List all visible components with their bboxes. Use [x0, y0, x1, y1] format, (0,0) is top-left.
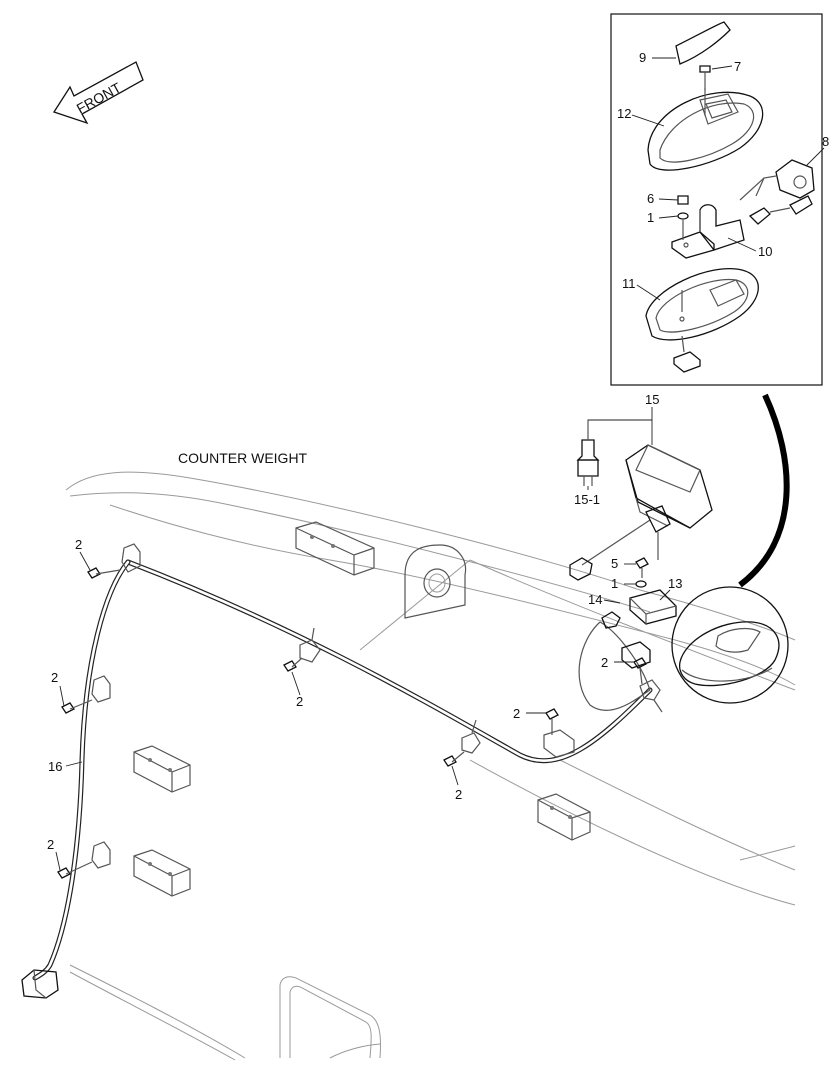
cable-clamp	[543, 729, 575, 758]
callout-2: 2	[513, 706, 520, 721]
cable-clamp	[461, 719, 481, 754]
callout-11: 11	[622, 276, 636, 291]
bolts	[57, 567, 647, 879]
bolt	[61, 699, 93, 714]
block	[295, 521, 375, 576]
counterweight-outline	[65, 471, 796, 1061]
harness-connectors	[21, 557, 621, 999]
lamp-bracket	[621, 557, 677, 669]
callout-1: 1	[647, 210, 654, 225]
block	[537, 793, 591, 841]
cable-clamp	[91, 841, 111, 869]
cable-clamp	[639, 679, 663, 713]
lamp-bulb	[576, 430, 600, 486]
callout-2: 2	[75, 537, 82, 552]
detail-bubble	[671, 393, 790, 704]
washer-1	[635, 580, 647, 588]
callout-2: 2	[51, 670, 58, 685]
callout-8: 8	[822, 134, 829, 149]
lamp-unit-8	[739, 159, 815, 225]
front-direction-arrow: FRONT	[53, 61, 144, 125]
bracket-10	[671, 204, 745, 259]
bolt	[57, 861, 93, 879]
screw-7	[699, 65, 711, 73]
leader-lines	[55, 57, 825, 871]
callout-13: 13	[668, 576, 682, 591]
callout-10: 10	[758, 244, 772, 259]
cable-clamp	[121, 543, 141, 573]
callout-16: 16	[48, 759, 62, 774]
callout-15: 15	[645, 392, 659, 407]
bolt-6	[677, 195, 689, 205]
callout-2: 2	[455, 787, 462, 802]
base-11	[645, 268, 759, 341]
lifting-eye	[404, 544, 467, 619]
section-heading: COUNTER WEIGHT	[178, 450, 308, 466]
mounting-blocks	[133, 521, 591, 897]
callout-12: 12	[617, 106, 631, 121]
wire-harness	[32, 519, 653, 981]
callout-14: 14	[588, 592, 602, 607]
block	[133, 849, 191, 897]
block	[133, 745, 191, 793]
front-label: FRONT	[74, 79, 124, 117]
bolt-5	[635, 557, 649, 569]
bolt	[443, 751, 465, 767]
cable-clamp	[91, 675, 111, 703]
work-lamp	[625, 444, 713, 560]
callout-2: 2	[47, 837, 54, 852]
pad	[673, 351, 701, 373]
lamp-connector	[569, 557, 593, 581]
inset-detail	[610, 13, 823, 386]
callout-6: 6	[647, 191, 654, 206]
callout-15-1: 15-1	[574, 492, 600, 507]
callout-9: 9	[639, 50, 646, 65]
bolt	[283, 657, 303, 672]
inset-frame	[610, 13, 823, 386]
callout-5: 5	[611, 556, 618, 571]
arrow-left-icon	[53, 61, 144, 125]
callout-2: 2	[296, 694, 303, 709]
bolt	[633, 657, 647, 685]
callout-2: 2	[601, 655, 608, 670]
harness-clamps	[91, 543, 663, 869]
cable-clamp	[299, 627, 321, 663]
labels: COUNTER WEIGHT 9 7 12 8 6 1 10 11 15 15-…	[47, 50, 829, 852]
bolt	[87, 567, 121, 579]
callout-7: 7	[734, 59, 741, 74]
connector-14	[601, 611, 621, 629]
bolt	[545, 708, 559, 735]
cover-strip-9	[675, 21, 731, 65]
callout-1: 1	[611, 576, 618, 591]
